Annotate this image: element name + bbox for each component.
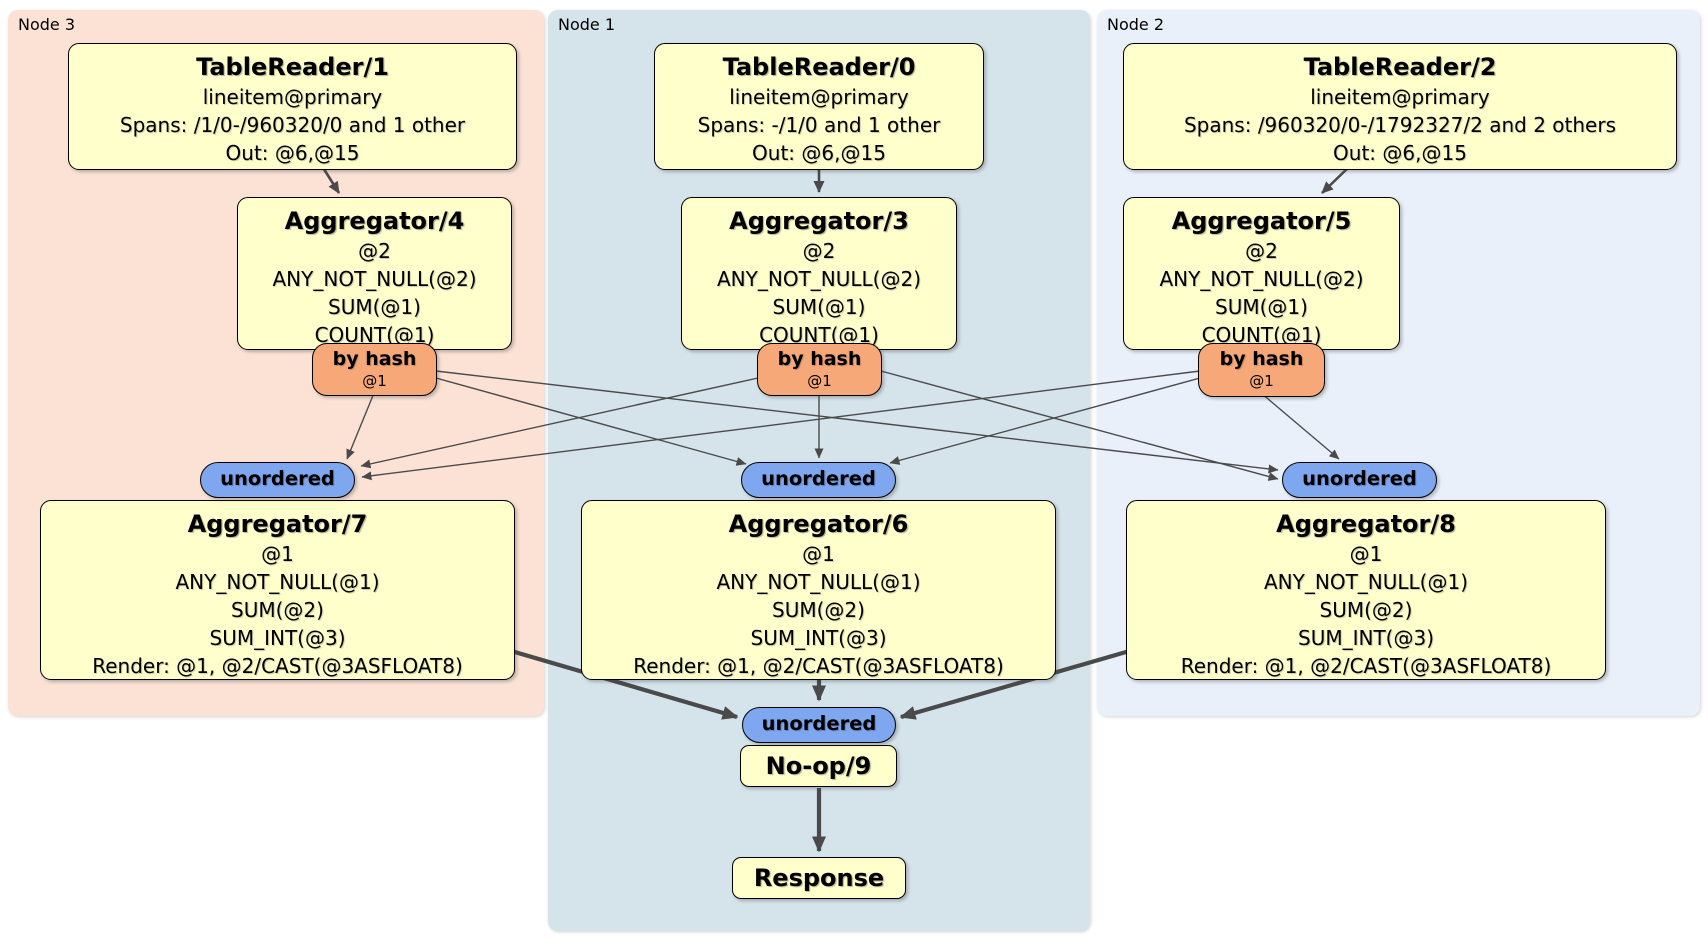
aggregator-5-node: Aggregator/5 @2 ANY_NOT_NULL(@2) SUM(@1)…	[1123, 197, 1400, 350]
router-detail: @1	[362, 372, 387, 390]
tablereader-0-node: TableReader/0 lineitem@primary Spans: -/…	[654, 43, 984, 170]
node-detail: ANY_NOT_NULL(@1)	[175, 570, 380, 594]
node-detail: Spans: /960320/0-/1792327/2 and 2 others	[1183, 113, 1616, 137]
response-node: Response	[732, 857, 906, 899]
node-title: TableReader/2	[1303, 53, 1497, 81]
node-detail: Out: @6,@15	[1333, 141, 1467, 165]
node-title: TableReader/0	[722, 53, 916, 81]
unordered-router-6: unordered	[741, 462, 896, 498]
node-1-label: Node 1	[558, 15, 616, 34]
node-title: Aggregator/3	[729, 207, 909, 235]
node-detail: SUM(@1)	[1215, 295, 1308, 319]
router-label: by hash	[1219, 348, 1304, 370]
aggregator-4-node: Aggregator/4 @2 ANY_NOT_NULL(@2) SUM(@1)…	[237, 197, 512, 350]
aggregator-3-node: Aggregator/3 @2 ANY_NOT_NULL(@2) SUM(@1)…	[681, 197, 957, 350]
node-detail: ANY_NOT_NULL(@1)	[1264, 570, 1468, 594]
node-detail: @2	[1245, 239, 1278, 263]
router-label: unordered	[220, 467, 335, 490]
node-2-label: Node 2	[1107, 15, 1165, 34]
node-detail: ANY_NOT_NULL(@2)	[272, 267, 477, 291]
router-label: unordered	[761, 712, 877, 735]
router-label: unordered	[761, 467, 876, 490]
noop-node: No-op/9	[740, 745, 897, 787]
node-detail: Render: @1, @2/CAST(@3ASFLOAT8)	[633, 654, 1004, 678]
aggregator-7-node: Aggregator/7 @1 ANY_NOT_NULL(@1) SUM(@2)…	[40, 500, 515, 680]
node-title: Aggregator/4	[284, 207, 465, 235]
node-detail: SUM(@1)	[772, 295, 866, 319]
node-title: Aggregator/6	[728, 510, 909, 538]
node-detail: lineitem@primary	[729, 85, 909, 109]
node-detail: Out: @6,@15	[225, 141, 360, 165]
node-title: TableReader/1	[196, 53, 389, 81]
node-detail: SUM_INT(@3)	[750, 626, 887, 650]
node-detail: SUM(@2)	[1319, 598, 1413, 622]
aggregator-6-node: Aggregator/6 @1 ANY_NOT_NULL(@1) SUM(@2)…	[581, 500, 1056, 680]
node-detail: @1	[802, 542, 835, 566]
tablereader-2-node: TableReader/2 lineitem@primary Spans: /9…	[1123, 43, 1677, 170]
unordered-router-9: unordered	[742, 707, 896, 743]
node-title: Response	[753, 864, 885, 892]
node-detail: Out: @6,@15	[752, 141, 886, 165]
node-title: No-op/9	[765, 752, 872, 780]
node-3-label: Node 3	[18, 15, 76, 34]
node-detail: ANY_NOT_NULL(@2)	[1159, 267, 1364, 291]
unordered-router-8: unordered	[1282, 462, 1437, 498]
node-detail: Render: @1, @2/CAST(@3ASFLOAT8)	[92, 654, 463, 678]
node-detail: ANY_NOT_NULL(@1)	[716, 570, 921, 594]
router-label: by hash	[777, 348, 862, 370]
by-hash-router-3: by hash @1	[757, 343, 882, 396]
node-detail: @2	[802, 239, 836, 263]
router-label: unordered	[1302, 467, 1417, 490]
node-detail: SUM(@2)	[231, 598, 324, 622]
node-detail: SUM_INT(@3)	[1298, 626, 1434, 650]
node-detail: Render: @1, @2/CAST(@3ASFLOAT8)	[1180, 654, 1552, 678]
node-detail: SUM(@1)	[328, 295, 421, 319]
node-title: Aggregator/8	[1276, 510, 1456, 538]
node-detail: ANY_NOT_NULL(@2)	[717, 267, 921, 291]
tablereader-1-node: TableReader/1 lineitem@primary Spans: /1…	[68, 43, 517, 170]
router-label: by hash	[332, 348, 417, 370]
node-detail: @1	[261, 542, 294, 566]
node-detail: lineitem@primary	[1310, 85, 1490, 109]
node-detail: Spans: -/1/0 and 1 other	[697, 113, 941, 137]
node-detail: SUM_INT(@3)	[209, 626, 346, 650]
node-detail: Spans: /1/0-/960320/0 and 1 other	[119, 113, 466, 137]
node-title: Aggregator/5	[1171, 207, 1352, 235]
router-detail: @1	[1249, 372, 1274, 390]
by-hash-router-5: by hash @1	[1198, 343, 1325, 397]
unordered-router-7: unordered	[200, 462, 355, 498]
aggregator-8-node: Aggregator/8 @1 ANY_NOT_NULL(@1) SUM(@2)…	[1126, 500, 1606, 680]
by-hash-router-4: by hash @1	[312, 343, 437, 396]
node-detail: lineitem@primary	[202, 85, 383, 109]
node-detail: SUM(@2)	[772, 598, 865, 622]
node-title: Aggregator/7	[187, 510, 368, 538]
node-detail: @1	[1349, 542, 1383, 566]
node-detail: @2	[358, 239, 391, 263]
router-detail: @1	[807, 372, 832, 390]
